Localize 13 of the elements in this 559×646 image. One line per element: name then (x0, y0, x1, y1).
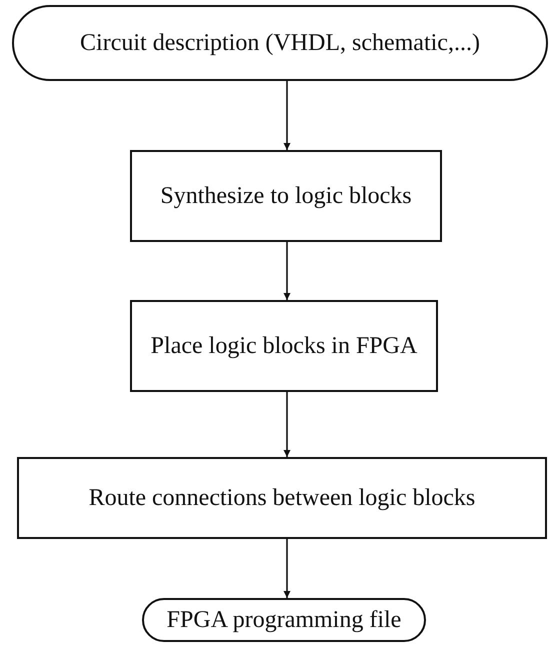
arrow (284, 392, 290, 457)
arrow (284, 539, 290, 598)
terminal-box (142, 598, 426, 642)
node-label: Circuit description (VHDL, schematic,...) (80, 30, 480, 56)
arrow (284, 242, 290, 300)
process-box (130, 300, 438, 392)
node-label: FPGA programming file (166, 606, 402, 634)
node-label: Place logic blocks in FPGA (150, 332, 418, 360)
node-label: Route connections between logic blocks (88, 484, 476, 512)
node-label: Synthesize to logic blocks (160, 182, 412, 210)
process-box (17, 457, 547, 539)
process-box (130, 150, 442, 242)
arrow (284, 81, 290, 150)
